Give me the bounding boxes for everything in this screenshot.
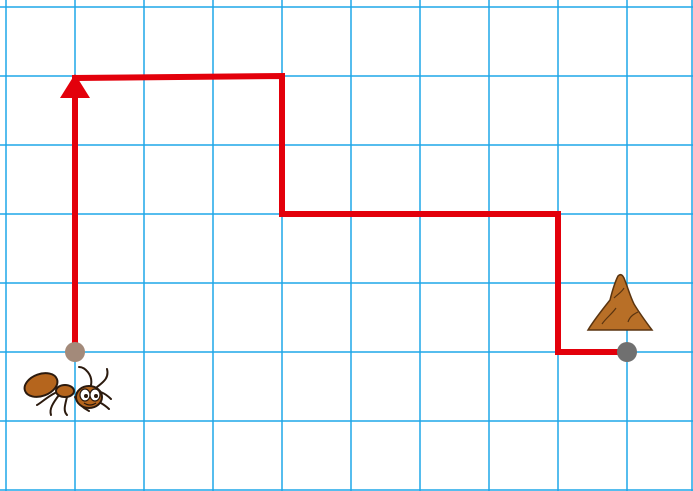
route-layer (60, 74, 627, 352)
end-dot (617, 342, 637, 362)
ant-icon (21, 367, 111, 415)
start-dot (65, 342, 85, 362)
